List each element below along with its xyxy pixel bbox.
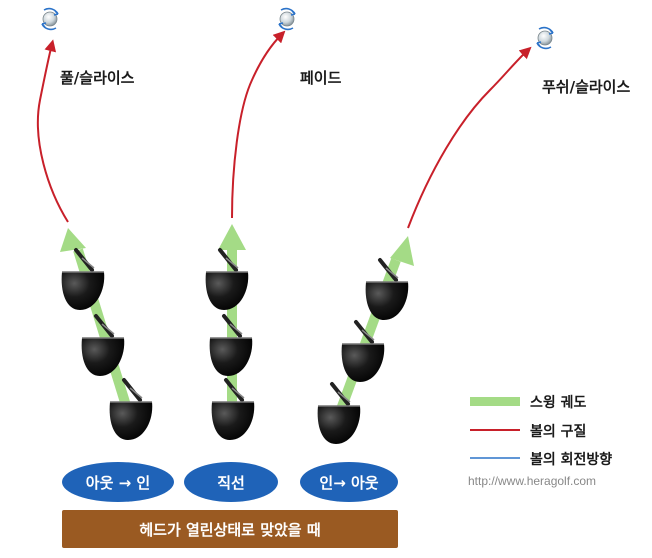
trajectory-label-2: 페이드 (300, 69, 342, 87)
ball-flight-2 (231, 30, 286, 219)
trajectory-label-1: 풀/슬라이스 (60, 69, 135, 87)
legend-label-swing: 스윙 궤도 (530, 395, 587, 411)
ball-spin-icon (278, 7, 296, 31)
ball-flight-1 (36, 39, 69, 223)
swing-path-arrowhead-3 (390, 236, 414, 266)
trajectory-3 (315, 26, 554, 446)
legend-label-flight: 볼의 구질 (530, 424, 587, 440)
club-head-icon (209, 378, 257, 442)
club-head-icon (203, 248, 251, 312)
club-head-icon (207, 314, 255, 378)
condition-banner: 헤드가 열린상태로 맞았을 때 (62, 510, 398, 548)
legend-label-spin: 볼의 회전방향 (530, 452, 613, 468)
path-label-2: 직선 (184, 462, 278, 502)
legend-item-swing: 스윙 궤도 (530, 392, 586, 412)
path-label-1: 아웃 → 인 (62, 462, 174, 502)
trajectory-1 (36, 7, 155, 442)
ball-spin-icon (536, 26, 554, 50)
trajectory-2 (203, 7, 296, 442)
trajectory-label-3: 푸쉬/슬라이스 (542, 78, 631, 96)
path-label-3: 인→ 아웃 (300, 462, 398, 502)
legend-item-flight: 볼의 구질 (530, 421, 586, 441)
ball-flight-3 (407, 46, 532, 229)
club-head-icon (315, 382, 363, 446)
club-head-icon (339, 320, 387, 384)
swing-path-arrowhead-1 (60, 228, 86, 252)
source-credit: http://www.heragolf.com (468, 474, 597, 488)
ball-spin-icon (41, 7, 59, 31)
club-head-icon (363, 258, 411, 322)
swing-path-arrowhead-2 (218, 224, 246, 250)
legend-swatch-swing (470, 397, 520, 406)
legend-item-spin: 볼의 회전방향 (530, 449, 612, 469)
